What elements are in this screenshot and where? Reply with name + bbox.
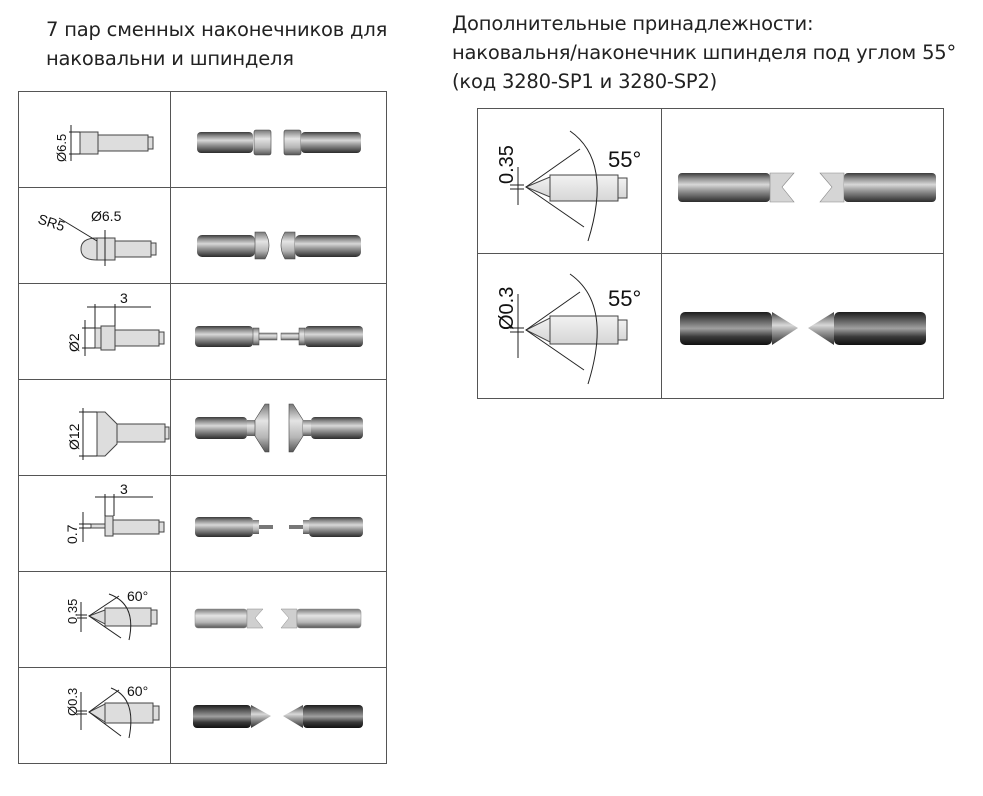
tip-photo-cell <box>661 253 944 399</box>
tip-drawing-cell: SR5 Ø6.5 <box>18 187 171 284</box>
thickness-label: 0.7 <box>64 524 80 544</box>
tip-width-label: 0.35 <box>65 599 80 624</box>
left-caption: 7 пар сменных наконечников для наковальн… <box>46 15 406 73</box>
cone-tip-photo <box>193 705 363 728</box>
right-caption-line-2: наковальня/наконечник шпинделя под углом… <box>452 41 957 64</box>
tip-width-label: 0.35 <box>496 145 518 184</box>
cone-tip-drawing: 60° Ø0.3 <box>65 683 160 739</box>
thin-blade-tip-photo <box>195 517 363 537</box>
blade-tip-photo <box>195 326 363 347</box>
tip-drawing-cell: 3 Ø2 <box>18 283 171 380</box>
table-row: SR5 Ø6.5 <box>18 187 387 284</box>
length-label: 3 <box>120 290 128 306</box>
tips-table: Ø6.5 SR5 Ø6.5 <box>18 91 387 764</box>
length-label: 3 <box>120 481 128 497</box>
spherical-tip-drawing: SR5 Ø6.5 <box>36 208 157 266</box>
disc-tip-drawing: Ø12 <box>66 408 170 460</box>
tip-photo-cell <box>170 475 387 572</box>
tip-photo-cell <box>170 283 387 380</box>
chisel-tip-photo <box>194 608 362 629</box>
left-caption-line-1: 7 пар сменных наконечников для <box>46 18 388 41</box>
table-row: 55° 0.35 <box>477 108 944 254</box>
cone-55-tip-drawing: 55° Ø0.3 <box>496 273 641 385</box>
accessories-table: 55° 0.35 55° <box>477 108 944 399</box>
angle-label: 60° <box>127 588 148 604</box>
chisel-tip-drawing: 60° 0.35 <box>65 588 158 641</box>
diameter-label: Ø6.5 <box>91 208 122 224</box>
table-row: Ø6.5 <box>18 91 387 188</box>
diameter-label: Ø0.3 <box>496 287 518 330</box>
thin-blade-tip-drawing: 3 0.7 <box>64 481 165 544</box>
tip-photo-cell <box>170 379 387 476</box>
table-row: 3 0.7 <box>18 475 387 572</box>
angle-label: 60° <box>127 683 148 699</box>
radius-label: SR5 <box>36 211 67 235</box>
tip-drawing-cell: Ø6.5 <box>18 91 171 188</box>
chisel-55-tip-photo <box>678 172 936 203</box>
tip-drawing-cell: 55° Ø0.3 <box>477 253 662 399</box>
table-row: Ø12 <box>18 379 387 476</box>
spherical-tip-photo <box>197 231 361 260</box>
right-caption-line-1: Дополнительные принадлежности: <box>452 12 814 35</box>
tip-photo-cell <box>170 187 387 284</box>
diameter-label: Ø0.3 <box>65 688 80 716</box>
angle-label: 55° <box>608 147 641 172</box>
tip-photo-cell <box>170 91 387 188</box>
tip-drawing-cell: 60° 0.35 <box>18 571 171 668</box>
tip-drawing-cell: 60° Ø0.3 <box>18 667 171 764</box>
table-row: 60° 0.35 <box>18 571 387 668</box>
table-row: 55° Ø0.3 <box>477 253 944 399</box>
angle-label: 55° <box>608 286 641 311</box>
blade-tip-drawing: 3 Ø2 <box>66 290 165 356</box>
right-caption-line-3: (код 3280-SP1 и 3280-SP2) <box>452 70 718 93</box>
tip-photo-cell <box>170 571 387 668</box>
chisel-55-tip-drawing: 55° 0.35 <box>496 130 641 242</box>
left-caption-line-2: наковальни и шпинделя <box>46 47 294 70</box>
diameter-label: Ø6.5 <box>54 134 69 162</box>
tip-drawing-cell: 55° 0.35 <box>477 108 662 254</box>
right-caption: Дополнительные принадлежности: наковальн… <box>452 9 972 96</box>
diameter-label: Ø12 <box>66 423 82 450</box>
disc-tip-photo <box>195 403 363 453</box>
tip-drawing-cell: 3 0.7 <box>18 475 171 572</box>
table-row: 60° Ø0.3 <box>18 667 387 764</box>
flat-tip-photo <box>197 129 361 156</box>
tip-photo-cell <box>661 108 944 254</box>
tip-drawing-cell: Ø12 <box>18 379 171 476</box>
table-row: 3 Ø2 <box>18 283 387 380</box>
diameter-label: Ø2 <box>66 333 82 352</box>
cone-55-tip-photo <box>680 312 926 345</box>
tip-photo-cell <box>170 667 387 764</box>
flat-tip-drawing: Ø6.5 <box>54 125 154 162</box>
